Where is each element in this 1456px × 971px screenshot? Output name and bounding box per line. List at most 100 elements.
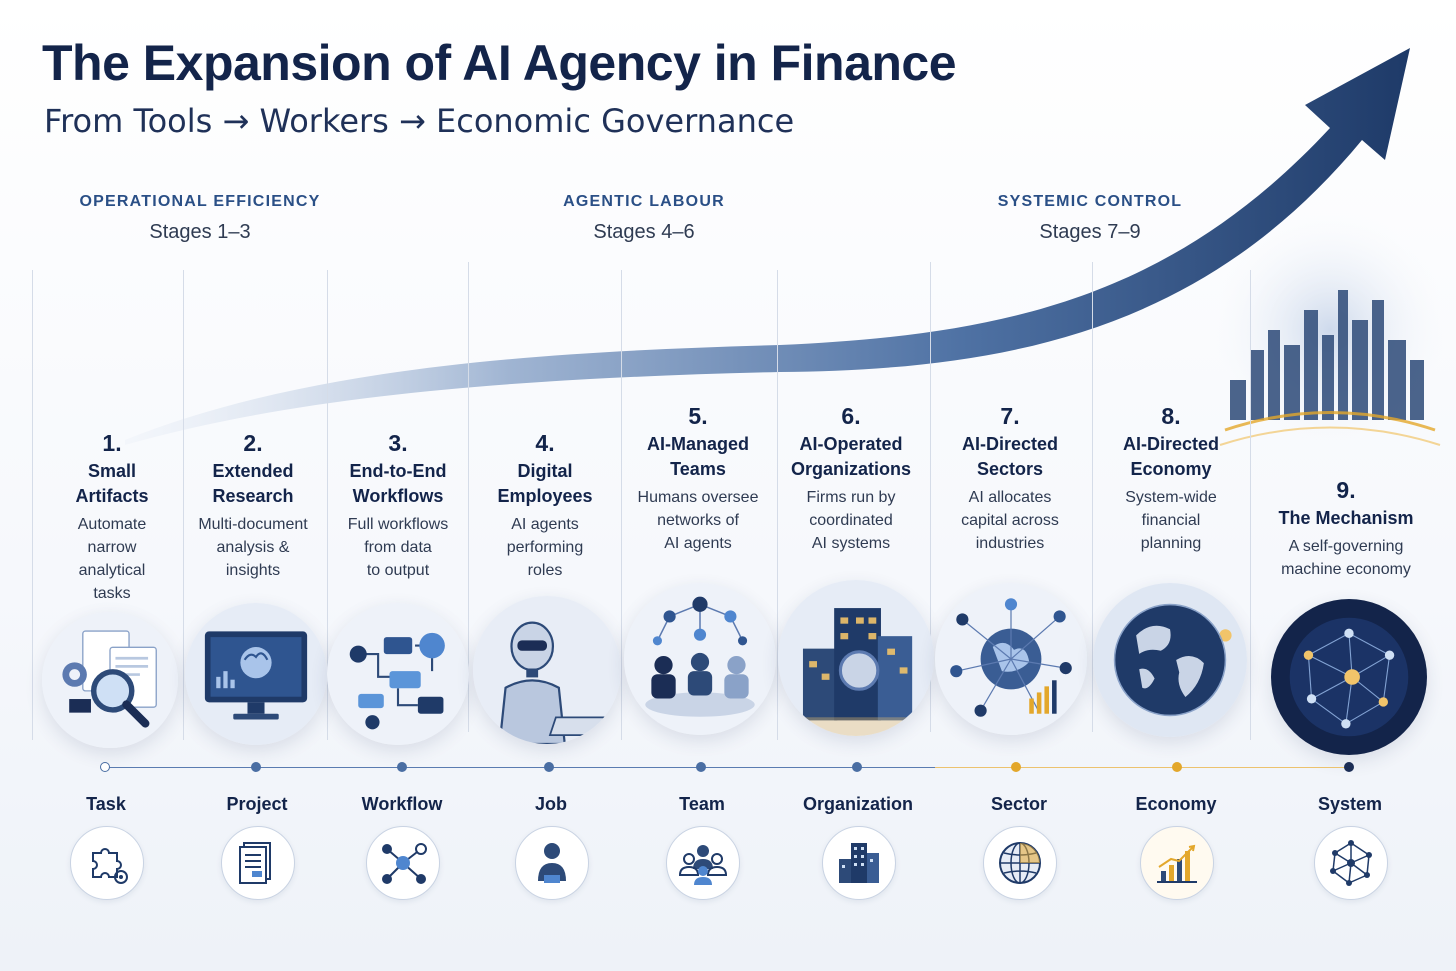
stage-desc-line: Humans oversee <box>637 489 759 506</box>
stage-description: Automate narrow analytical tasks <box>37 513 187 605</box>
growth-chart-icon <box>1140 826 1214 900</box>
workflow-illustration <box>327 603 469 745</box>
workflow-icon <box>366 826 440 900</box>
stage-number: 2. <box>243 430 263 456</box>
stage-number: 7. <box>1000 403 1020 429</box>
level-label-system: System <box>1317 794 1383 814</box>
stage-desc-line: Automate <box>77 516 147 533</box>
timeline-node <box>397 762 407 772</box>
stage-desc-line: AI allocates <box>968 489 1052 506</box>
phase-divider <box>930 262 931 732</box>
column-divider <box>1092 262 1093 732</box>
level-label-task: Task <box>86 794 126 814</box>
stage-title-line: Sectors <box>976 459 1044 479</box>
sectors-illustration <box>935 583 1087 735</box>
stage-title-line: AI-Directed <box>1122 434 1220 454</box>
timeline-node <box>1172 762 1182 772</box>
puzzle-gear-icon <box>70 826 144 900</box>
stage-number: 5. <box>688 403 708 429</box>
stage-9: 9. The Mechanism A self-governing machine… <box>1261 477 1431 581</box>
organization-illustration <box>778 580 934 736</box>
stage-desc-line: System-wide <box>1125 489 1217 506</box>
stage-title-line: Economy <box>1130 459 1212 479</box>
research-illustration <box>185 603 327 745</box>
stage-title-line: AI-Operated <box>799 434 903 454</box>
phase-systemic-control: SYSTEMIC CONTROL Stages 7–9 <box>925 193 1255 244</box>
timeline-line-gold <box>935 767 1349 768</box>
level-label-organization: Organization <box>802 794 913 814</box>
stage-number: 9. <box>1336 477 1356 503</box>
stage-desc-line: financial <box>1141 512 1201 529</box>
phase-name: OPERATIONAL EFFICIENCY <box>79 193 321 210</box>
stage-title-line: End-to-End <box>349 461 447 481</box>
timeline-line <box>105 767 935 768</box>
digital-employee-illustration <box>473 596 621 744</box>
stage-desc-line: Firms run by <box>806 489 896 506</box>
level-label-team: Team <box>679 794 725 814</box>
stage-title-line: Organizations <box>790 459 911 479</box>
page-title: The Expansion of AI Agency in Finance <box>42 35 957 91</box>
stage-desc-line: coordinated <box>809 512 893 529</box>
phase-agentic-labour: AGENTIC LABOUR Stages 4–6 <box>479 193 809 244</box>
phase-name: SYSTEMIC CONTROL <box>997 193 1183 210</box>
stage-title-line: The Mechanism <box>1278 508 1414 528</box>
stage-desc-line: analytical <box>78 562 146 579</box>
stage-description: A self-governing machine economy <box>1261 535 1431 581</box>
stage-desc-line: narrow <box>87 539 137 556</box>
stage-desc-line: analysis & <box>216 539 290 556</box>
timeline-node <box>1344 762 1354 772</box>
stage-desc-line: industries <box>975 535 1045 552</box>
stage-title-line: Digital <box>517 461 573 481</box>
timeline-node <box>1011 762 1021 772</box>
team-icon <box>666 826 740 900</box>
stage-description: System-wide financial planning <box>1096 486 1246 555</box>
stage-desc-line: Full workflows <box>347 516 449 533</box>
artifacts-illustration <box>42 612 178 748</box>
stage-title-line: AI-Directed <box>961 434 1059 454</box>
stage-number: 1. <box>102 430 122 456</box>
level-label-sector: Sector <box>990 794 1048 814</box>
globe-icon <box>983 826 1057 900</box>
stage-number: 3. <box>388 430 408 456</box>
phase-stages: Stages 4–6 <box>593 221 695 243</box>
stage-desc-line: Multi-document <box>198 516 308 533</box>
network-icon <box>1314 826 1388 900</box>
stage-desc-line: networks of <box>657 512 739 529</box>
level-label-job: Job <box>534 794 567 814</box>
stage-desc-line: from data <box>364 539 432 556</box>
stage-desc-line: A self-governing <box>1288 538 1404 555</box>
stage-title-line: Research <box>212 486 294 506</box>
stage-description: AI allocates capital across industries <box>935 486 1085 555</box>
column-divider <box>327 270 328 740</box>
level-label-project: Project <box>226 794 288 814</box>
stage-title-line: Artifacts <box>75 486 149 506</box>
stage-desc-line: to output <box>366 562 430 579</box>
stage-title-line: AI-Managed <box>646 434 749 454</box>
phase-stages: Stages 7–9 <box>1039 221 1141 243</box>
column-divider <box>183 270 184 740</box>
document-icon <box>221 826 295 900</box>
stage-desc-line: tasks <box>93 585 131 602</box>
stage-desc-line: machine economy <box>1281 561 1411 578</box>
stage-desc-line: planning <box>1140 535 1202 552</box>
stage-desc-line: capital across <box>961 512 1059 529</box>
level-label-economy: Economy <box>1135 794 1217 814</box>
stage-title-line: Workflows <box>352 486 444 506</box>
